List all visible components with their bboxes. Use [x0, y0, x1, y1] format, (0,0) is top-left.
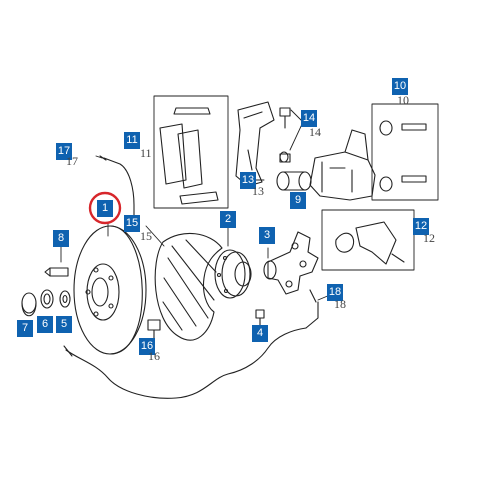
callout-7[interactable]: 7: [17, 320, 33, 337]
wheel-stud-part-8: [44, 267, 69, 277]
knuckle-part-3: [263, 231, 319, 295]
callout-18[interactable]: 18: [327, 284, 343, 301]
brake-pads-part-11: [159, 107, 219, 205]
bleeder-part-16: [147, 319, 161, 341]
caliper-bolts-part-14: [279, 107, 291, 163]
hub-bearing-part-2: [214, 249, 252, 299]
washer-part-5: [59, 290, 71, 308]
hardware-kit-part-12: [335, 221, 405, 265]
brake-caliper: [309, 129, 376, 201]
ghost-label-14: 14: [309, 125, 321, 139]
ghost-label-13: 13: [252, 184, 264, 198]
ghost-label-12: 12: [423, 231, 435, 245]
brake-rotor-part-1: [73, 225, 147, 355]
callout-6[interactable]: 6: [37, 316, 53, 333]
callout-2[interactable]: 2: [220, 211, 236, 228]
abs-sensor-cable-part-18: [63, 289, 319, 399]
ghost-label-17: 17: [66, 154, 78, 168]
callout-1[interactable]: 1: [97, 200, 113, 217]
callout-5[interactable]: 5: [56, 316, 72, 333]
callout-15[interactable]: 15: [124, 215, 140, 232]
ghost-label-16: 16: [148, 349, 160, 363]
guide-pins-part-10: [379, 120, 427, 192]
callout-16[interactable]: 16: [139, 338, 155, 355]
highlight-ring: [88, 191, 122, 225]
callout-3[interactable]: 3: [259, 227, 275, 244]
caliper-bracket-part-13: [235, 101, 275, 187]
dust-shield-part-15: [154, 232, 223, 341]
seal-part-6: [40, 289, 54, 309]
callout-17[interactable]: 17: [56, 143, 72, 160]
callout-9[interactable]: 9: [290, 192, 306, 209]
caliper-piston-part-9: [276, 151, 312, 191]
callout-11[interactable]: 11: [124, 132, 140, 149]
callout-4[interactable]: 4: [252, 325, 268, 342]
callout-12[interactable]: 12: [413, 218, 429, 235]
callout-10[interactable]: 10: [392, 78, 408, 95]
leader-lines: [60, 155, 331, 353]
ghost-label-10: 10: [397, 93, 409, 107]
ghost-label-11: 11: [140, 146, 152, 160]
callout-13[interactable]: 13: [240, 172, 256, 189]
callout-8[interactable]: 8: [53, 230, 69, 247]
cap-part-7: [21, 292, 37, 317]
callout-14[interactable]: 14: [301, 110, 317, 127]
ghost-label-18: 18: [334, 297, 346, 311]
ghost-label-15: 15: [140, 229, 152, 243]
